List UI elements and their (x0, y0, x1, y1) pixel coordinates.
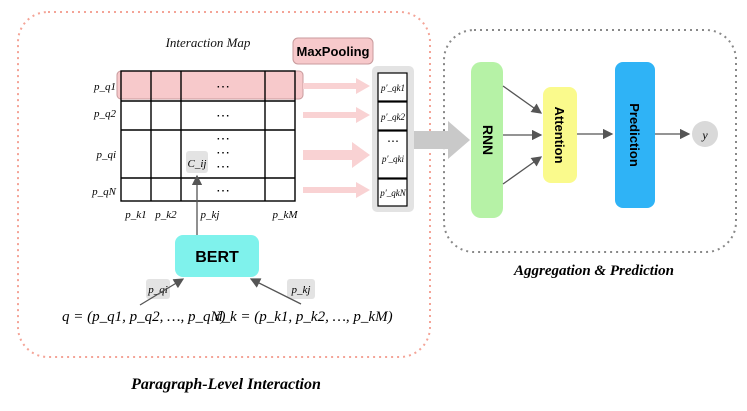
pooled-output-3: p′_qki (381, 154, 404, 164)
rnn-label: RNN (480, 125, 496, 155)
tag-pkj: p_kj (291, 284, 311, 296)
ellipsis-row3b: ⋯ (216, 145, 230, 161)
col-label-2: p_k2 (154, 209, 177, 221)
col-label-1: p_k1 (124, 209, 146, 221)
bert-box (175, 235, 259, 277)
d-input-arrow (249, 278, 302, 305)
ellipsis-row3c: ⋯ (216, 159, 230, 175)
caption-aggregation: Aggregation & Prediction (513, 263, 674, 279)
pooled-ellipsis: ⋯ (387, 134, 399, 148)
pooled-output-4: p′_qkN (379, 188, 406, 198)
row-label-1: p_q1 (93, 81, 116, 93)
row-label-2: p_q2 (93, 108, 117, 120)
output-node (692, 121, 718, 147)
highlighted-row (116, 70, 304, 100)
q-formula: q = (p_q1, p_q2, …, p_qN) (62, 309, 225, 325)
cij-cell-label: C_ij (188, 158, 207, 170)
aggregation-panel (443, 29, 737, 253)
rnn-box (471, 62, 503, 218)
col-label-4: p_kM (271, 209, 298, 221)
aggregation-arrows (502, 85, 691, 185)
pooled-output-1: p′_qk1 (380, 83, 405, 93)
attention-label: Attention (552, 106, 567, 163)
interaction-map-title: Interaction Map (165, 35, 251, 50)
row-label-4: p_qN (91, 186, 117, 198)
ellipsis-row4: ⋯ (216, 183, 230, 199)
bert-label: BERT (195, 249, 239, 266)
d-formula: d_k = (p_k1, p_k2, …, p_kM) (215, 309, 393, 325)
row-label-3: p_qi (95, 149, 116, 161)
col-label-3: p_kj (200, 209, 220, 221)
pooled-output-2: p′_qk2 (380, 112, 405, 122)
paragraph-level-panel (17, 11, 431, 358)
ellipsis-row3a: ⋯ (216, 131, 230, 147)
prediction-label: Prediction (627, 103, 642, 167)
ellipsis-row1: ⋯ (216, 79, 230, 95)
pooling-arrows (303, 78, 370, 198)
interaction-grid (120, 70, 296, 202)
maxpooling-label-bg (292, 37, 374, 65)
tag-pkj-bg (287, 279, 315, 299)
pooled-vector-cells (377, 72, 408, 207)
attention-box (543, 87, 577, 183)
caption-paragraph-level: Paragraph-Level Interaction (130, 376, 321, 393)
maxpooling-label: MaxPooling (297, 44, 370, 59)
to-aggregation-arrow (414, 121, 470, 159)
prediction-box (615, 62, 655, 208)
tag-pqi: p_qi (147, 284, 168, 296)
cij-cell-bg (186, 151, 208, 173)
tag-pqi-bg (146, 279, 170, 299)
ellipsis-row2: ⋯ (216, 108, 230, 124)
q-input-arrow (139, 278, 185, 306)
output-label: y (701, 128, 708, 142)
